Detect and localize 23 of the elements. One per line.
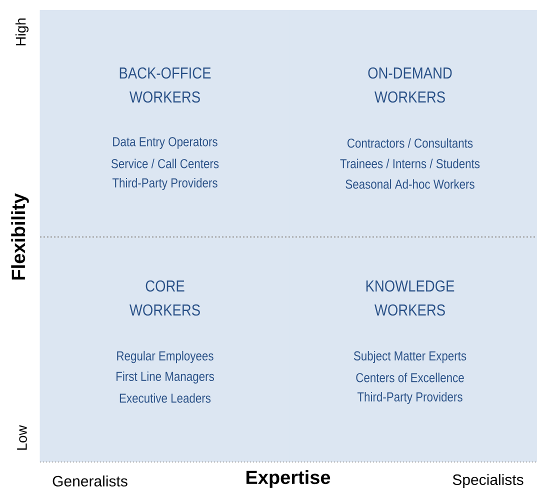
role-text: Third-Party Providers (357, 392, 462, 404)
role-text: Seasonal Ad-hoc Workers (346, 179, 474, 189)
axis-label: Expertise (246, 470, 330, 488)
role-text: Regular Employees (117, 350, 214, 364)
axis-label: Low (17, 425, 27, 450)
quadrant-heading: CORE WORKERS (130, 280, 200, 316)
role-text: Executive Leaders (120, 393, 211, 403)
role-text: Centers of Excellence (356, 372, 464, 382)
quadrant-panel (40, 10, 290, 237)
quadrant-panel (290, 10, 537, 237)
role-text: First Line Managers (116, 371, 214, 384)
quadrant-heading: ON-DEMAND WORKERS (368, 67, 452, 103)
role-text: Subject Matter Experts (354, 350, 466, 364)
role-text: Service / Call Centers (111, 158, 219, 168)
role-text: Trainees / Interns / Students (340, 158, 480, 168)
role-text: Contractors / Consultants (348, 138, 473, 148)
quadrant-panel (40, 237, 290, 462)
quadrant-heading: BACK-OFFICE WORKERS (120, 67, 211, 103)
role-text: Third-Party Providers (112, 178, 218, 190)
role-text: Data Entry Operators (113, 137, 218, 149)
quadrant-heading: KNOWLEDGE WORKERS (366, 280, 454, 316)
quadrant-panel (290, 237, 537, 462)
axis-label: Flexibility (11, 193, 29, 280)
